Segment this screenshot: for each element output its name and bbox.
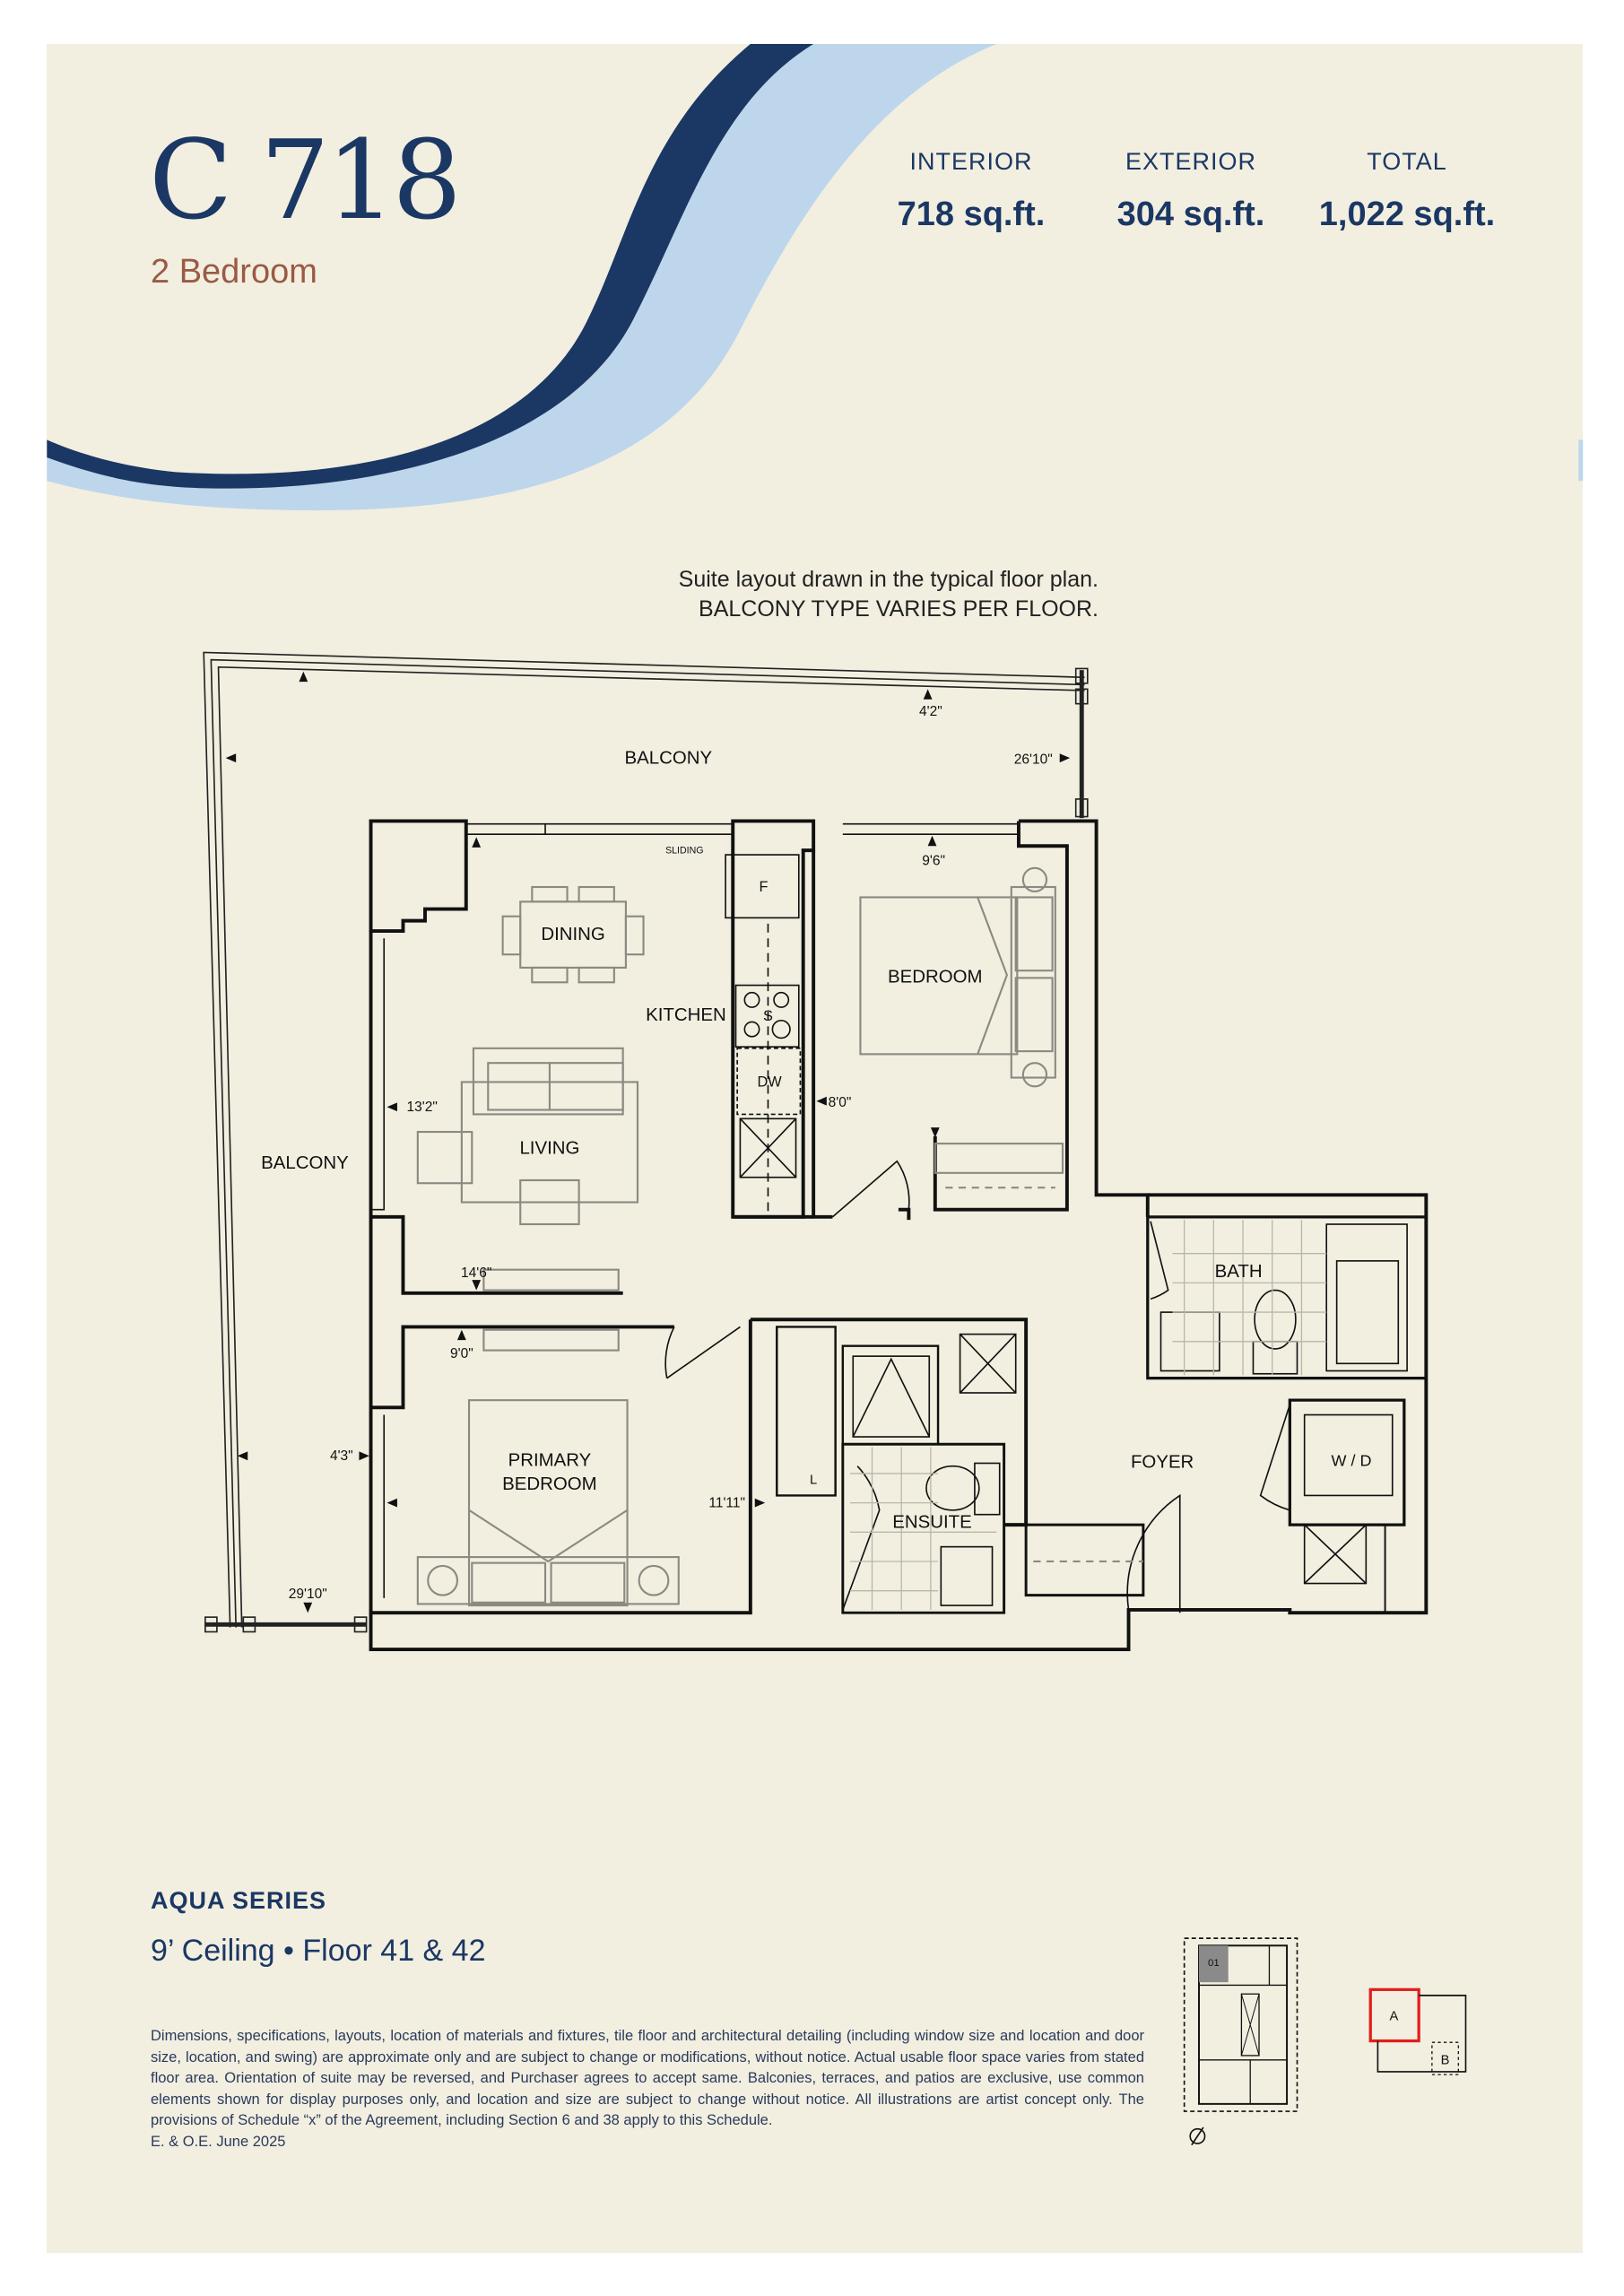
stat-interior: INTERIOR 718 sq.ft. <box>864 148 1079 234</box>
coffee-area <box>460 1081 639 1204</box>
sliding-door-label: SLIDING <box>665 845 703 856</box>
dim-primary-width: 9'0" <box>450 1346 473 1361</box>
stove-icon <box>734 984 800 1048</box>
series-title: AQUA SERIES <box>151 1887 327 1914</box>
dim-balcony-width: 26'10" <box>1014 752 1053 768</box>
disclaimer: Dimensions, specifications, layouts, loc… <box>151 2026 1144 2153</box>
dim-living-width: 13'2" <box>407 1100 438 1115</box>
bedroom-count: 2 Bedroom <box>151 253 317 291</box>
bedroom-bed <box>859 896 1019 1056</box>
room-label-balcony-left: BALCONY <box>261 1153 349 1173</box>
room-label-primary: PRIMARY <box>508 1451 592 1471</box>
fixture-label-stove: S <box>763 1008 773 1024</box>
dim-bedroom-length: 8'0" <box>829 1095 852 1110</box>
stat-total-label: TOTAL <box>1367 148 1447 175</box>
key-plan <box>1183 1937 1467 2146</box>
dishwasher-icon <box>736 1048 802 1116</box>
ensuite-toilet-icon <box>925 1465 980 1511</box>
balcony-outline <box>203 651 1089 1633</box>
room-label-ensuite: ENSUITE <box>892 1512 972 1532</box>
ceiling-floor-info: 9’ Ceiling • Floor 41 & 42 <box>151 1934 486 1968</box>
sink-icon <box>739 1118 797 1178</box>
room-label-dining: DINING <box>541 925 604 944</box>
ensuite-vanity-icon <box>940 1545 994 1606</box>
dim-side-balcony-length: 29'10" <box>289 1587 327 1602</box>
room-label-balcony-top: BALCONY <box>625 749 713 769</box>
key-plan-tower-a: A <box>1389 2010 1398 2024</box>
dimension-labels: 4'2" 26'10" 9'6" 13'2" 8'0" 14'6" 9'0" 4… <box>289 704 1053 1602</box>
layout-note-line1: Suite layout drawn in the typical floor … <box>678 567 1099 592</box>
shower-icon <box>852 1355 931 1438</box>
room-label-foyer: FOYER <box>1131 1452 1194 1472</box>
stat-total: TOTAL 1,022 sq.ft. <box>1299 148 1515 234</box>
room-label-kitchen: KITCHEN <box>646 1005 726 1025</box>
layout-note-line2: BALCONY TYPE VARIES PER FLOOR. <box>699 596 1099 622</box>
dimension-arrows <box>225 671 1071 1613</box>
stat-interior-value: 718 sq.ft. <box>897 196 1046 233</box>
dim-bedroom-width: 9'6" <box>922 853 945 868</box>
stat-interior-label: INTERIOR <box>909 148 1033 175</box>
primary-bed <box>467 1399 629 1607</box>
fixtures <box>725 854 1408 1606</box>
room-label-wd: W / D <box>1332 1452 1372 1470</box>
room-label-primary-bedroom: BEDROOM <box>502 1474 597 1494</box>
tile-grid <box>849 1220 1327 1610</box>
toilet-icon <box>1254 1289 1297 1350</box>
north-arrow-icon <box>1189 2127 1206 2144</box>
washer-dryer-icon <box>1303 1413 1394 1497</box>
room-labels: BALCONY BALCONY DINING KITCHEN BEDROOM L… <box>261 749 1371 1533</box>
fixture-label-dishwasher: DW <box>757 1074 782 1090</box>
room-label-living: LIVING <box>519 1139 579 1159</box>
disclaimer-eoe: E. & O.E. June 2025 <box>151 2133 286 2150</box>
room-label-bath: BATH <box>1215 1262 1263 1282</box>
layout-note: Suite layout drawn in the typical floor … <box>679 565 1099 624</box>
doors <box>664 1160 1291 1613</box>
decorative-wave <box>47 44 1584 511</box>
dim-side-balcony-depth: 4'3" <box>330 1448 353 1464</box>
dim-primary-length: 11'11" <box>708 1496 745 1511</box>
key-plan-suite-number: 01 <box>1208 1958 1220 1969</box>
tower-a-highlight <box>1368 1987 1420 2043</box>
stat-exterior-value: 304 sq.ft. <box>1116 196 1265 233</box>
fixture-label-fridge: F <box>760 879 769 895</box>
key-plan-tower-b: B <box>1441 2054 1450 2068</box>
furniture <box>416 866 1143 1607</box>
stat-exterior-label: EXTERIOR <box>1125 148 1257 175</box>
highlighted-suite <box>1199 1945 1229 1983</box>
stat-exterior: EXTERIOR 304 sq.ft. <box>1083 148 1298 234</box>
dim-living-length: 14'6" <box>461 1265 491 1281</box>
room-label-bedroom: BEDROOM <box>888 967 983 987</box>
dim-balcony-depth: 4'2" <box>919 704 942 719</box>
fixture-label-linen: L <box>810 1473 817 1487</box>
bathtub-icon <box>1325 1223 1408 1372</box>
disclaimer-text: Dimensions, specifications, layouts, loc… <box>151 2028 1144 2129</box>
fridge-icon <box>725 854 800 919</box>
armchair <box>416 1130 473 1185</box>
unit-title: C 718 <box>149 117 462 244</box>
stat-total-value: 1,022 sq.ft. <box>1318 196 1496 233</box>
key-plan-labels: 01 A B <box>1208 1958 1450 2068</box>
